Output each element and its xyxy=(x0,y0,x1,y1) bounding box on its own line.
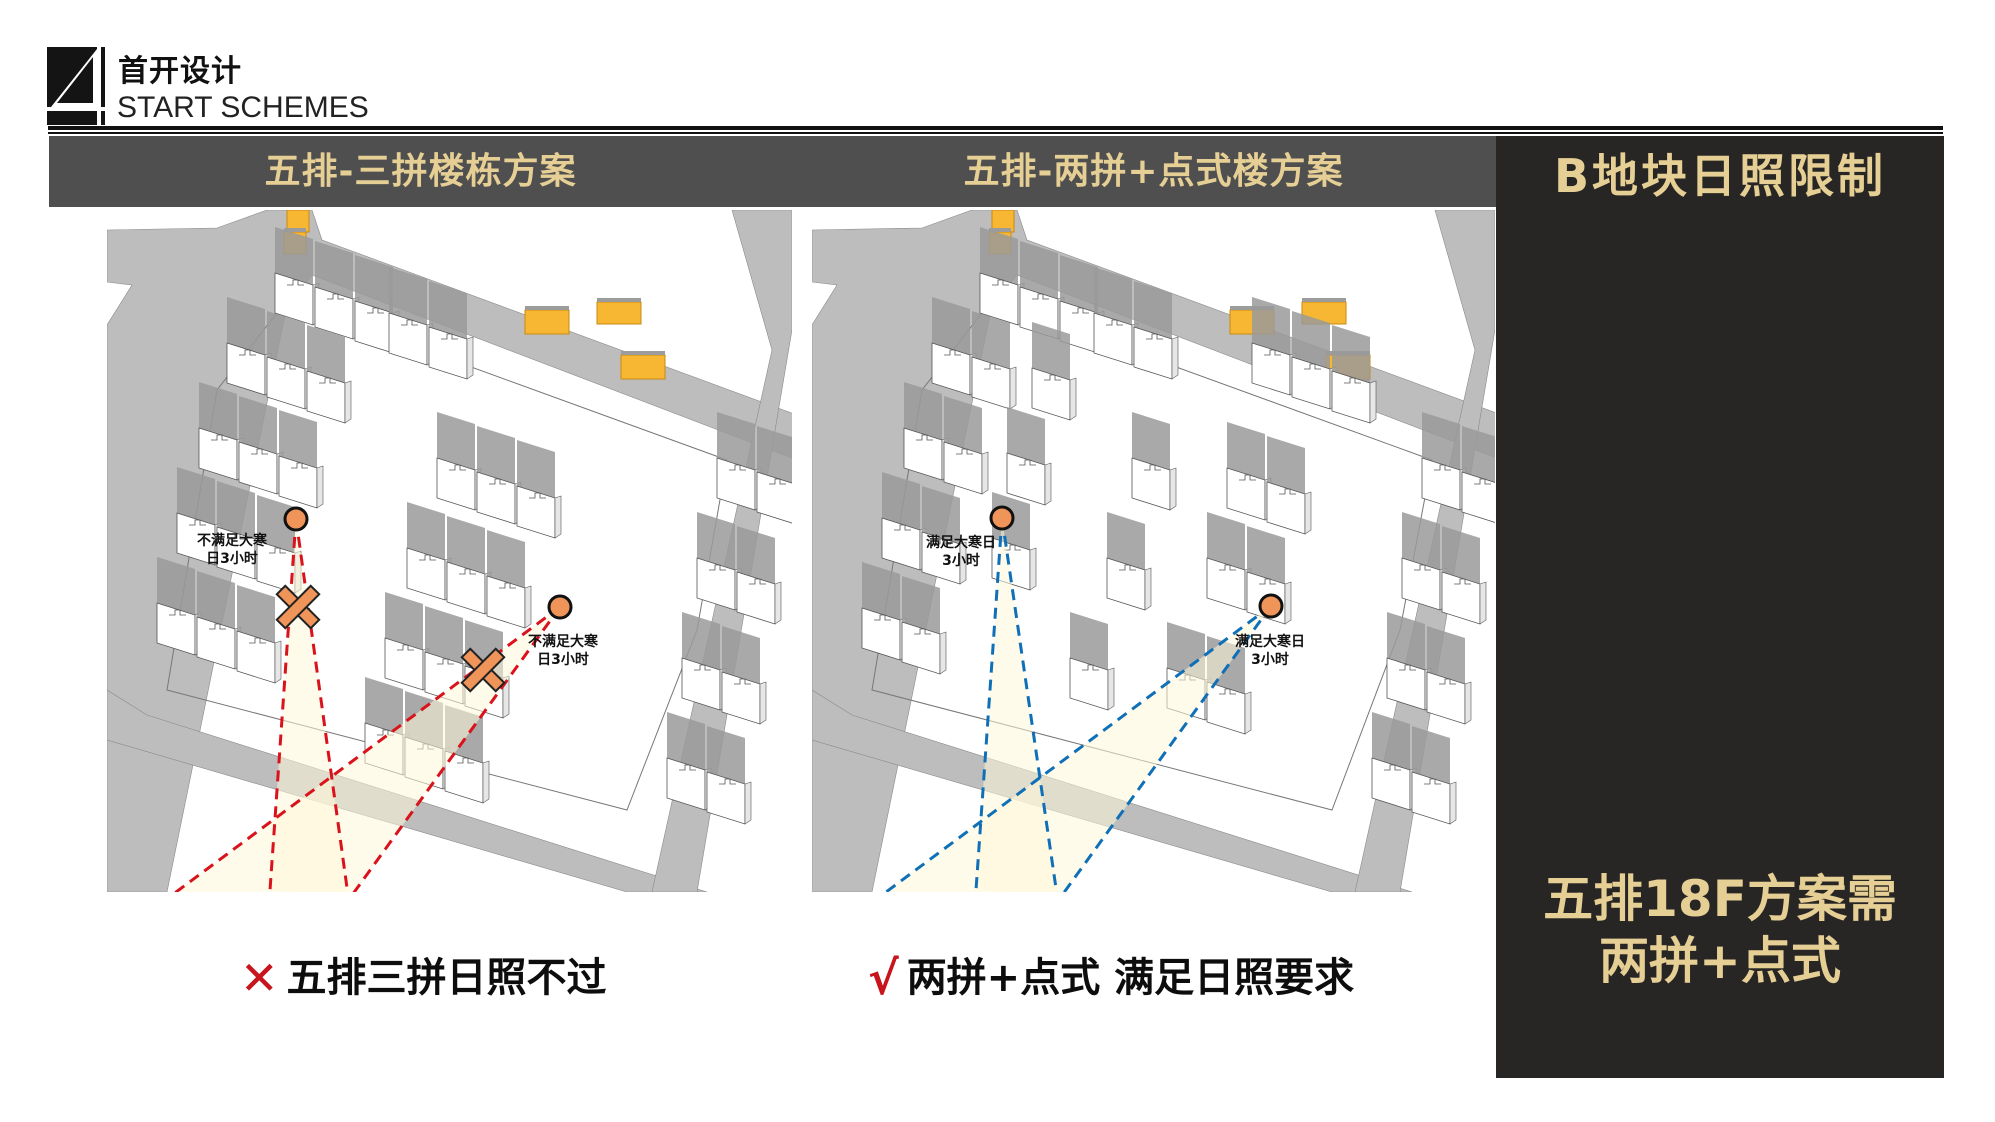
scheme-title-band xyxy=(49,136,1496,207)
conclusion-text: 五排18F方案需 两拼+点式 xyxy=(1496,868,1944,992)
conclusion-panel-title: B地块日照限制 xyxy=(1553,149,1887,203)
fail-cross-icon: ✕ xyxy=(240,951,279,1005)
right-caption-text: 两拼+点式 满足日照要求 xyxy=(906,955,1355,1001)
start-schemes-logo-icon xyxy=(47,47,105,125)
brand-name-cn: 首开设计 xyxy=(118,54,242,89)
right-point2-label-line2: 3小时 xyxy=(1251,652,1289,668)
left-point2-label: 不满足大寒 日3小时 xyxy=(528,633,598,669)
right-point1-label-line2: 3小时 xyxy=(942,553,980,569)
pass-check-icon: √ xyxy=(868,951,899,1005)
left-point1-label-line2: 日3小时 xyxy=(206,551,258,567)
conclusion-line1: 五排18F方案需 xyxy=(1543,870,1897,928)
right-site-plan-map xyxy=(812,210,1495,892)
right-scheme-title: 五排-两拼+点式楼方案 xyxy=(963,151,1344,192)
right-caption: √两拼+点式 满足日照要求 xyxy=(868,948,1354,1008)
right-point1-label-line1: 满足大寒日 xyxy=(926,535,996,551)
left-point1-label-line1: 不满足大寒 xyxy=(197,533,267,549)
left-caption-text: 五排三拼日照不过 xyxy=(286,955,607,1001)
conclusion-line2: 两拼+点式 xyxy=(1599,932,1841,990)
left-site-plan-map xyxy=(107,210,792,892)
brand-name-en: START SCHEMES xyxy=(117,91,369,124)
left-scheme-title: 五排-三拼楼栋方案 xyxy=(264,151,577,192)
fail-x-marker-icon xyxy=(460,647,506,693)
right-point1-label: 满足大寒日 3小时 xyxy=(926,534,996,570)
left-caption: ✕五排三拼日照不过 xyxy=(240,948,607,1008)
left-point1-label: 不满足大寒 日3小时 xyxy=(197,532,267,568)
conclusion-panel: B地块日照限制 五排18F方案需 两拼+点式 xyxy=(1496,136,1944,1078)
right-point2-label-line1: 满足大寒日 xyxy=(1235,634,1305,650)
right-point2-label: 满足大寒日 3小时 xyxy=(1235,633,1305,669)
left-point2-label-line1: 不满足大寒 xyxy=(528,634,598,650)
left-point2-label-line2: 日3小时 xyxy=(537,652,589,668)
fail-x-marker-icon xyxy=(275,584,321,630)
header-rule-thick xyxy=(48,126,1943,130)
header-rule-thin xyxy=(48,132,1943,134)
